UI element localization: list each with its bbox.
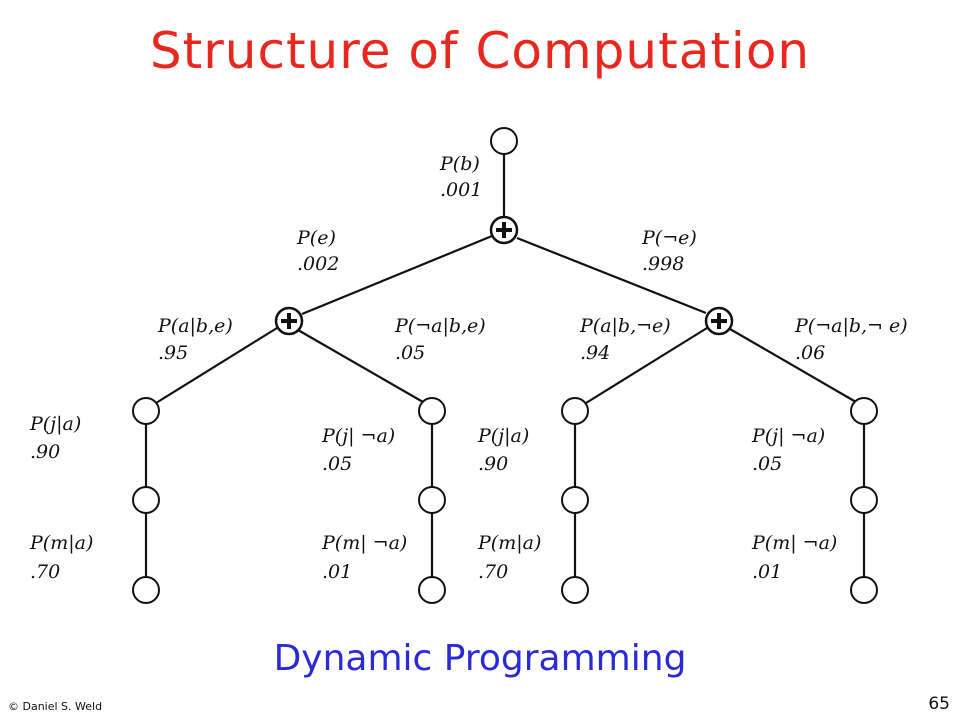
tree-edges	[144, 154, 866, 577]
value-pm-na-1: .01	[322, 561, 352, 583]
label-pa-be: P(a|b,e)	[157, 315, 233, 337]
edge-plus-left	[301, 234, 493, 316]
label-pj-a-2: P(j|a)	[477, 425, 529, 447]
sum-node-left-plus-icon	[274, 306, 304, 336]
slide-title: Structure of Computation	[149, 22, 811, 80]
label-pj-na-1: P(j| ¬a)	[321, 425, 395, 447]
node-a-1	[132, 397, 160, 425]
label-pm-na-2: P(m| ¬a)	[751, 532, 837, 554]
edge-leftplus-a	[155, 327, 278, 404]
label-pj-na-2: P(j| ¬a)	[751, 425, 825, 447]
edge-rightplus-a	[585, 327, 708, 404]
edge-rightplus-na	[729, 328, 857, 403]
sum-node-top-plus-icon	[489, 215, 519, 245]
label-pne: P(¬e)	[641, 227, 697, 249]
value-pne: .998	[642, 253, 684, 275]
label-pna-be: P(¬a|b,e)	[394, 315, 486, 337]
node-na-2	[850, 397, 878, 425]
value-pna-be: .05	[395, 342, 425, 364]
leaf-node-4	[850, 576, 878, 604]
value-pj-a-2: .90	[478, 453, 508, 475]
leaf-node-1	[132, 576, 160, 604]
label-pe: P(e)	[296, 227, 336, 249]
page-number: 65	[928, 694, 950, 714]
tree-nodes	[132, 127, 878, 604]
node-na-1	[418, 397, 446, 425]
leaf-node-2	[418, 576, 446, 604]
node-a-2	[561, 397, 589, 425]
label-pm-a-2: P(m|a)	[477, 532, 541, 554]
label-pj-a-1: P(j|a)	[29, 413, 81, 435]
label-pb: P(b)	[439, 153, 480, 175]
copyright-notice: © Daniel S. Weld	[8, 700, 103, 713]
node-j-4	[850, 486, 878, 514]
value-pe: .002	[297, 253, 339, 275]
node-j-3	[561, 486, 589, 514]
edge-labels: P(b) .001 P(e) .002 P(¬e) .998 P(a|b,e) …	[29, 153, 908, 583]
slide-subtitle: Dynamic Programming	[273, 638, 687, 679]
value-pm-a-1: .70	[30, 561, 60, 583]
node-j-2	[418, 486, 446, 514]
value-pm-na-2: .01	[752, 561, 782, 583]
value-pa-be: .95	[158, 342, 188, 364]
node-j-1	[132, 486, 160, 514]
label-pm-na-1: P(m| ¬a)	[321, 532, 407, 554]
leaf-node-3	[561, 576, 589, 604]
value-pj-na-1: .05	[322, 453, 352, 475]
root-node	[490, 127, 518, 155]
edge-plus-right	[516, 236, 707, 315]
edge-leftplus-na	[297, 329, 424, 403]
label-pna-bne: P(¬a|b,¬ e)	[794, 315, 908, 337]
value-pm-a-2: .70	[478, 561, 508, 583]
value-pj-a-1: .90	[30, 441, 60, 463]
value-pa-bne: .94	[580, 342, 610, 364]
sum-node-right-plus-icon	[704, 306, 734, 336]
label-pa-bne: P(a|b,¬e)	[579, 315, 671, 337]
value-pb: .001	[440, 179, 482, 201]
label-pm-a-1: P(m|a)	[29, 532, 93, 554]
value-pna-bne: .06	[795, 342, 825, 364]
value-pj-na-2: .05	[752, 453, 782, 475]
